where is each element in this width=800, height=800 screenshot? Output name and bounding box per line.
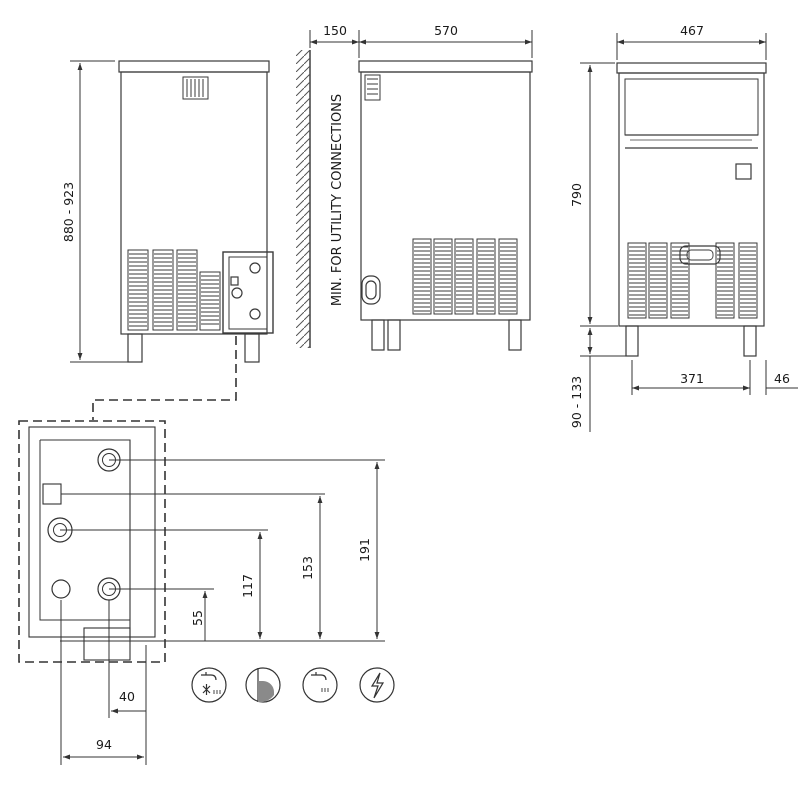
leg-span-label: 371 [680,371,704,386]
leg [244,333,260,363]
conn-height-153-label: 153 [300,556,315,580]
louvre-block [670,242,690,319]
side-view [118,60,274,363]
connection-port [249,308,261,320]
connection-port [231,287,243,299]
connection-detail [18,420,166,663]
dim-detail [60,459,385,765]
status-indicator [735,163,752,180]
conn-height-117-label: 117 [240,574,255,598]
depth-label: 570 [434,23,458,38]
leader-line [92,336,237,420]
dim-height [70,60,130,363]
handle [361,275,381,305]
cabinet-body [120,71,268,335]
louvre-block [648,242,668,319]
leg [371,319,385,351]
width-label: 467 [680,23,704,38]
water-inlet-icon [302,667,338,703]
height-range-label: 880 - 923 [61,182,76,242]
detail-socket [42,483,62,505]
leg-height-label: 90 - 133 [569,376,584,428]
cabinet-body [360,71,531,321]
top-vent [364,74,381,101]
louvre-block [199,271,221,331]
leg-offset-label: 46 [774,371,790,386]
wall [296,50,311,348]
front-view [616,62,767,357]
louvre-block [476,238,496,315]
louvre-block [498,238,518,315]
electrical-supply-icon [359,667,395,703]
louvre-block [433,238,453,315]
leg [508,319,522,351]
louvre-block [412,238,432,315]
louvre-block [454,238,474,315]
louvre-block [127,249,149,331]
louvre-block [627,242,647,319]
wall-label: MIN. FOR UTILITY CONNECTIONS [330,94,345,306]
handle [679,245,721,265]
louvre-block [738,242,758,319]
conn-height-191-label: 191 [357,538,372,562]
connection-panel [222,251,274,334]
detail-port [51,579,71,599]
louvre-block [715,242,735,319]
cabinet-body [618,72,765,327]
louvre-block [176,249,198,331]
leg [625,325,639,357]
louvre-block [152,249,174,331]
conn-offset-40-label: 40 [119,689,135,704]
drain-icon [245,667,281,703]
rear-louvres [412,238,518,315]
leg [387,319,401,351]
top-vent [182,76,209,100]
top-panel [118,60,270,73]
leg [743,325,757,357]
side-louvres [127,249,221,331]
dim-front [580,33,798,432]
body-height-label: 790 [569,183,584,207]
connection-port [249,262,261,274]
conn-height-55-label: 55 [190,610,205,626]
rear-view [358,60,533,351]
leg [127,333,143,363]
dim-top [309,30,533,58]
clearance-label: 150 [323,23,347,38]
cold-water-inlet-icon [191,667,227,703]
conn-offset-94-label: 94 [96,737,112,752]
front-louvres [627,242,758,319]
